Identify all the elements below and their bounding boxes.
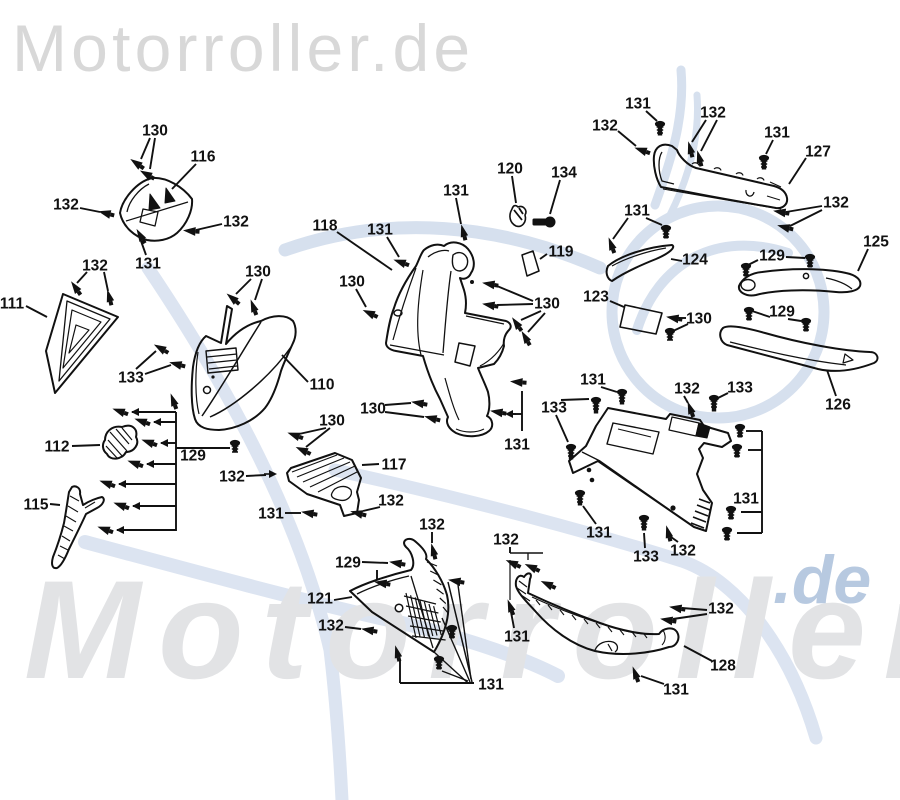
svg-text:132: 132 [700,105,726,122]
svg-text:131: 131 [663,682,689,699]
svg-text:132: 132 [219,469,245,486]
svg-text:132: 132 [674,381,700,398]
svg-text:131: 131 [443,183,469,200]
svg-text:117: 117 [381,457,406,474]
svg-text:129: 129 [759,248,785,265]
svg-text:132: 132 [708,601,734,618]
svg-text:132: 132 [493,532,519,549]
svg-text:110: 110 [309,377,334,394]
svg-text:131: 131 [625,96,651,113]
svg-text:130: 130 [142,123,168,140]
svg-text:131: 131 [504,629,530,646]
svg-text:124: 124 [682,252,708,269]
svg-text:121: 121 [307,591,333,608]
svg-text:132: 132 [318,618,344,635]
svg-text:127: 127 [805,144,831,161]
svg-text:134: 134 [551,165,577,182]
svg-text:131: 131 [504,437,530,454]
svg-text:129: 129 [769,304,795,321]
svg-text:120: 120 [497,161,523,178]
svg-text:115: 115 [23,497,48,514]
svg-text:132: 132 [419,517,445,534]
svg-text:131: 131 [624,203,650,220]
svg-text:131: 131 [733,491,759,508]
svg-text:131: 131 [586,525,612,542]
svg-text:111: 111 [0,296,24,313]
svg-text:119: 119 [548,244,573,261]
svg-text:118: 118 [312,218,337,235]
svg-text:131: 131 [135,256,161,273]
svg-text:131: 131 [580,372,606,389]
svg-text:130: 130 [686,311,712,328]
svg-text:130: 130 [319,413,345,430]
svg-text:131: 131 [764,125,790,142]
svg-text:133: 133 [727,380,753,397]
svg-text:112: 112 [44,439,69,456]
svg-text:123: 123 [583,289,609,306]
svg-text:131: 131 [367,222,393,239]
svg-text:132: 132 [82,258,108,275]
svg-text:130: 130 [339,274,365,291]
svg-text:133: 133 [541,400,567,417]
svg-text:130: 130 [360,401,386,418]
svg-text:129: 129 [180,448,206,465]
svg-text:128: 128 [710,658,736,675]
svg-text:132: 132 [670,543,696,560]
svg-text:133: 133 [118,370,144,387]
svg-text:116: 116 [190,149,215,166]
svg-text:132: 132 [823,195,849,212]
svg-text:130: 130 [534,296,560,313]
svg-text:131: 131 [478,677,504,694]
svg-text:132: 132 [223,214,249,231]
svg-text:125: 125 [863,234,889,251]
svg-text:131: 131 [258,506,284,523]
svg-text:130: 130 [245,264,271,281]
svg-text:129: 129 [335,555,361,572]
svg-text:133: 133 [633,549,659,566]
svg-text:132: 132 [378,493,404,510]
svg-text:132: 132 [592,118,618,135]
svg-text:132: 132 [53,197,79,214]
svg-text:126: 126 [825,397,851,414]
